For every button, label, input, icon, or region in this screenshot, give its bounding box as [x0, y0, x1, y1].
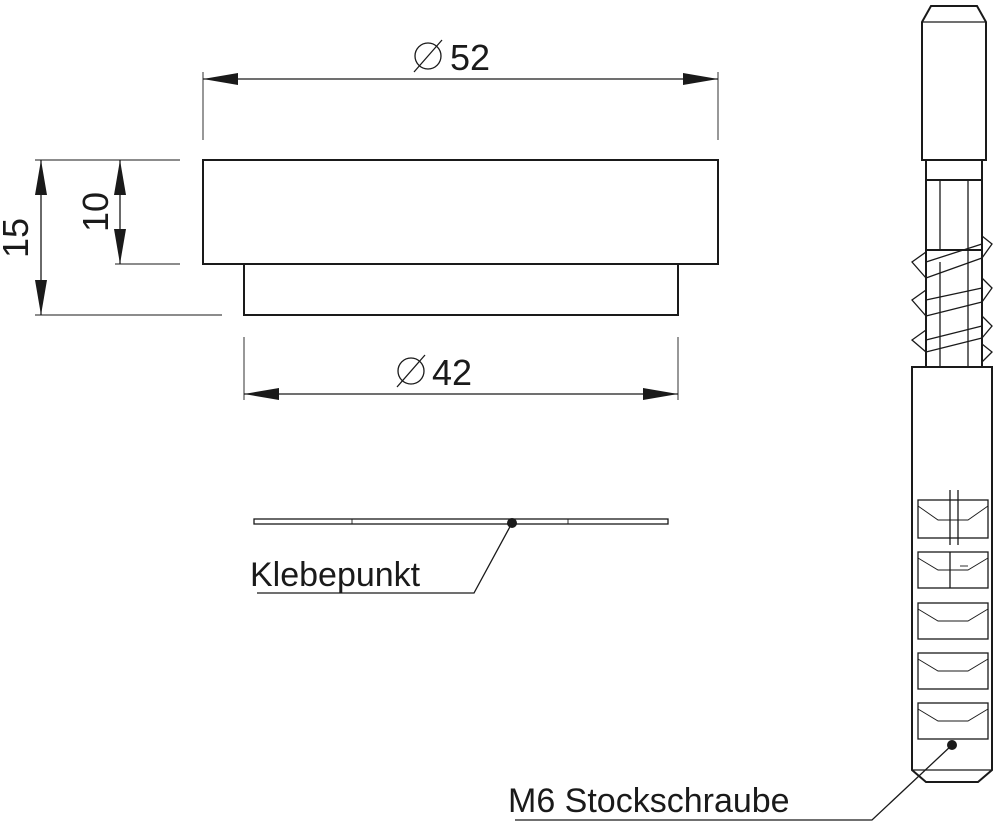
dimension-label-10: 10 — [75, 192, 116, 232]
glue-point-label: Klebepunkt — [250, 556, 421, 594]
screw-top-shank — [921, 5, 987, 161]
dimension-label-52: 52 — [450, 37, 490, 78]
dowel-segments — [917, 490, 989, 740]
dimension-height-15: 15 — [0, 159, 222, 316]
dimension-label-15: 15 — [0, 218, 36, 258]
buffer-cap — [202, 159, 719, 265]
diameter-symbol-icon — [396, 354, 426, 388]
glue-point-marker-icon — [507, 518, 517, 528]
screw-label: M6 Stockschraube — [508, 782, 790, 820]
screw-hex-section — [925, 159, 983, 181]
screw-wood-thread — [910, 235, 993, 367]
glue-pad-strip — [253, 518, 669, 525]
dimension-diameter-42: 42 — [243, 337, 679, 400]
buffer-base — [243, 263, 679, 316]
screw-dowel-body — [911, 366, 993, 783]
dimension-label-42: 42 — [432, 352, 472, 393]
glue-pad: Klebepunkt — [250, 518, 669, 594]
dimension-diameter-52: 52 — [202, 37, 719, 140]
screw-callout: M6 Stockschraube — [508, 744, 953, 821]
screw-leader — [515, 744, 953, 821]
screw-drawing — [910, 5, 993, 783]
glue-point-leader — [257, 522, 513, 594]
buffer-side-view — [202, 159, 719, 316]
diameter-symbol-icon — [413, 39, 443, 73]
dimension-height-10: 10 — [75, 160, 180, 265]
